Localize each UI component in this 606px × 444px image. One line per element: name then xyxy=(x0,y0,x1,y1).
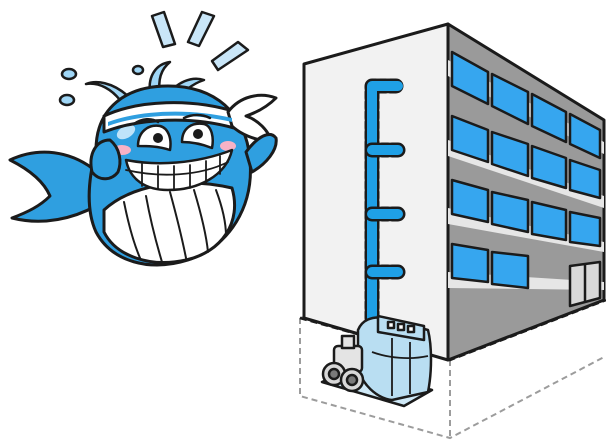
office-building xyxy=(304,24,604,360)
right-fin xyxy=(246,134,276,172)
right-cheek xyxy=(220,141,236,151)
left-fin xyxy=(91,140,120,179)
entrance-door xyxy=(570,262,600,306)
excitement-marks xyxy=(152,12,248,70)
whale-mascot xyxy=(10,12,276,265)
whale-tail xyxy=(10,152,96,221)
